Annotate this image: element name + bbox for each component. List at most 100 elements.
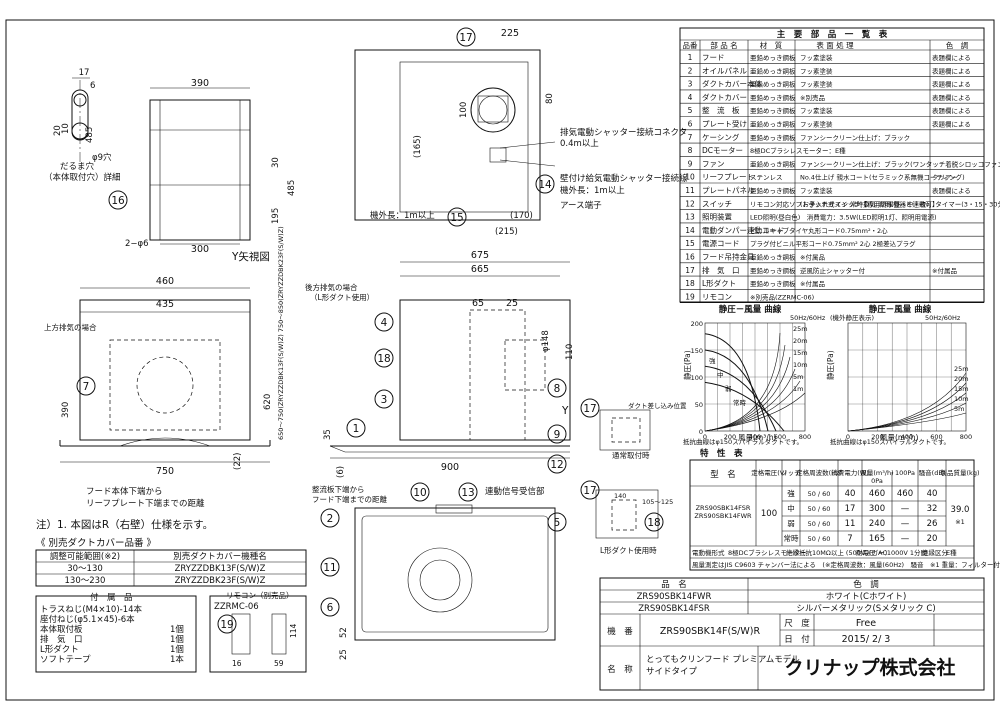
- balloon-label-18: 18: [377, 353, 390, 365]
- svg-text:ZRYZZDBK23F(S/W)Z: ZRYZZDBK23F(S/W)Z: [175, 576, 266, 586]
- balloon-label-16: 16: [111, 195, 125, 207]
- balloon-7: [76, 376, 96, 396]
- tb-name-2: サイドタイプ: [646, 667, 698, 677]
- chart-left-note: 抵抗曲線はφ150スパイラルダクトです。: [683, 437, 803, 446]
- spec-mass-note: ※1: [955, 518, 965, 526]
- spec-mass: 39.0: [951, 505, 970, 515]
- spec-footer: 8極DCブラシレスモーター: [728, 548, 807, 557]
- svg-text:195: 195: [271, 208, 281, 224]
- remocon-model: ZZRMC-06: [214, 602, 259, 612]
- spec-notch: 弱: [787, 519, 795, 528]
- tb-variant-2: ZRS90SBK14FSR: [638, 604, 710, 614]
- chart-left-xlabel: 風量(m³/h): [738, 433, 777, 442]
- duct-detail: 通常取付時 ダクト差し込み位置 140 105～125 L形ダクト使用時: [595, 401, 687, 555]
- parts-row-material: 亜鉛めっき鋼板: [750, 80, 796, 89]
- svg-text:機外長：1m以上: 機外長：1m以上: [560, 185, 625, 196]
- chart-right-length: 15m: [954, 385, 969, 393]
- parts-row-finish: No.4仕上げ 親水コート(セラミック系無機コーティング): [800, 173, 965, 182]
- balloon-13: [458, 482, 478, 502]
- parts-row-finish: フッ素塗装: [800, 80, 833, 89]
- tb-name-label: 名 称: [607, 664, 633, 675]
- chart-left-length: 10m: [793, 361, 808, 369]
- chart-left-resistance: [704, 392, 806, 432]
- balloon-6: [320, 597, 340, 617]
- svg-text:52: 52: [339, 627, 349, 638]
- chart-right-resistance: [847, 412, 967, 432]
- duct-title: 《 別売ダクトカバー品番 》: [36, 537, 156, 549]
- parts-row-no: 19: [685, 292, 695, 301]
- spec-flow-0: 460: [869, 489, 885, 499]
- parts-row-name: オイルパネル: [702, 66, 747, 75]
- remocon-title: リモコン（別売品）: [226, 590, 294, 600]
- tb-color-1: ホワイト(Cホワイト): [826, 592, 907, 602]
- power-len: 機外長：1m以上: [370, 210, 435, 221]
- spec-model-label: 型 名: [710, 469, 736, 480]
- balloon-label-1: 1: [353, 423, 360, 435]
- balloon-label-11: 11: [323, 562, 336, 574]
- parts-row-no: 12: [685, 199, 695, 208]
- parts-row-material: 8極DCブラシレスモーター：E種: [750, 146, 846, 155]
- spec-footer: 耐電圧: [856, 549, 876, 557]
- detail-sub: （本体取付穴）詳細: [44, 172, 121, 183]
- detail-label: だるま穴: [60, 161, 95, 172]
- svg-text:25: 25: [506, 298, 518, 309]
- parts-header-3: 表 面 処 理: [816, 40, 854, 50]
- spec-header: 定格電圧(V): [751, 468, 787, 477]
- svg-text:130～230: 130～230: [65, 576, 106, 586]
- spec-header: ノッチ: [781, 469, 800, 477]
- parts-row-material: 亜鉛めっき鋼板: [750, 93, 796, 102]
- chart-left-level: 常時: [733, 398, 747, 407]
- svg-text:20: 20: [53, 125, 63, 136]
- parts-row-name: リモコン: [702, 292, 732, 301]
- balloon-10: [410, 482, 430, 502]
- parts-row-finish: フッ素塗装: [800, 106, 833, 115]
- parts-row-no: 10: [685, 173, 695, 182]
- chart-left-curve: [704, 333, 761, 432]
- parts-row-name: ケーシング: [702, 132, 740, 142]
- parts-row-material: 亜鉛めっき鋼板: [750, 120, 796, 129]
- acc-item: L形ダクト: [40, 644, 79, 655]
- parts-row-no: 7: [688, 133, 693, 142]
- chart-xtick: 0: [703, 433, 707, 441]
- parts-row-name: 排 気 口: [702, 265, 740, 275]
- parts-row-name: DCモーター: [702, 146, 743, 155]
- balloon-15: [447, 207, 467, 227]
- svg-text:675: 675: [471, 250, 489, 261]
- parts-row-no: 5: [688, 106, 693, 115]
- spec-flow-0: 300: [869, 504, 885, 514]
- svg-text:2−φ6: 2−φ6: [125, 239, 149, 249]
- chart-ytick: 150: [691, 347, 703, 355]
- parts-row-material: ビニルキャブタイヤ丸形コード0.75mm²・2心: [750, 226, 888, 235]
- acc-item: 本体取付板: [40, 624, 83, 635]
- spec-noise: 26: [927, 519, 938, 529]
- bottom-view: 連動信号受信部 52 25: [339, 486, 556, 660]
- svg-text:φ9穴: φ9穴: [92, 152, 112, 163]
- chart-right-length: 5m: [954, 405, 964, 413]
- parts-row-color: 表題欄による: [932, 80, 971, 89]
- spec-flow-100: —: [901, 519, 910, 529]
- svg-text:59: 59: [274, 659, 284, 668]
- parts-row-material: 亜鉛めっき鋼板: [750, 159, 796, 168]
- parts-table-title: 主 要 部 品 一 覧 表: [777, 29, 888, 40]
- svg-text:390: 390: [61, 402, 71, 418]
- spec-header-sub: 0Pa: [871, 477, 883, 485]
- svg-text:900: 900: [441, 462, 459, 473]
- spec-flow-0: 240: [869, 519, 885, 529]
- balloon-18-detail: [644, 512, 664, 532]
- y-view: 390 300 2−φ6 30 485 195 Y矢視図: [125, 78, 297, 263]
- svg-text:300: 300: [191, 244, 209, 255]
- balloon-17-detail-2: [580, 480, 600, 500]
- parts-row-no: 4: [688, 93, 693, 102]
- svg-text:105～125: 105～125: [642, 498, 673, 506]
- spec-model-1: ZRS90SBK14FSR: [696, 504, 751, 512]
- svg-text:(22): (22): [233, 453, 243, 470]
- spec-noise: 20: [927, 534, 938, 544]
- parts-row-name: ダクトカバー本体: [702, 79, 762, 89]
- parts-header-2: 材 質: [760, 40, 783, 50]
- chart-xtick: 0: [846, 433, 850, 441]
- parts-row-name: プレート受け: [702, 119, 747, 129]
- parts-row-no: 11: [685, 186, 695, 195]
- spec-footer: 10MΩ以上 (500Vメガー): [812, 548, 887, 557]
- balloon-label-12: 12: [550, 459, 563, 471]
- balloon-19: [217, 614, 237, 634]
